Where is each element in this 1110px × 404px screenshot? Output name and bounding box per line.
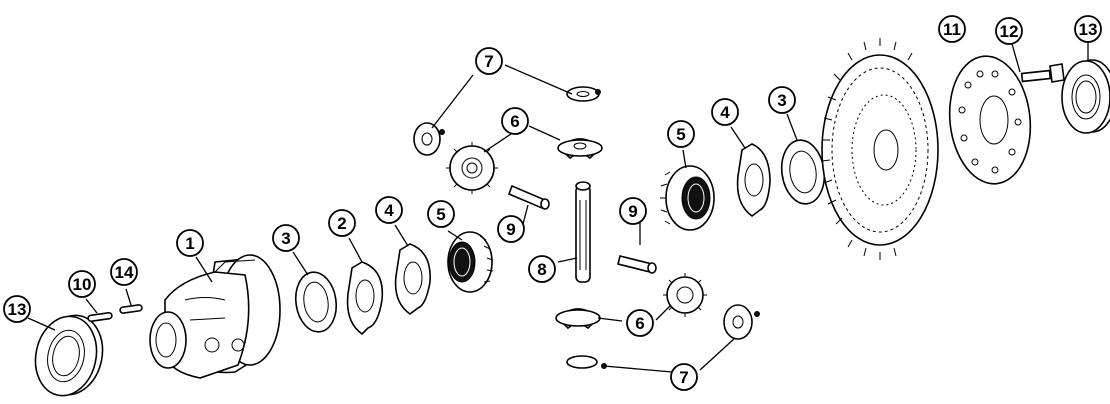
callout-label: 1 xyxy=(185,234,194,253)
callout-2: 2 xyxy=(328,209,356,237)
thrust-washer-lower-left xyxy=(566,355,607,369)
callout-label: 5 xyxy=(676,125,685,144)
cross-pin-short-lower xyxy=(617,255,657,274)
callout-label: 7 xyxy=(484,52,493,71)
callout-7-upper: 7 xyxy=(475,47,503,75)
callout-6-lower: 6 xyxy=(626,309,654,337)
shim xyxy=(346,261,384,336)
callout-label: 6 xyxy=(510,112,519,131)
callout-11: 11 xyxy=(938,15,966,43)
thrust-washer-left xyxy=(294,271,338,333)
leader-lines xyxy=(27,42,1089,373)
pinion-shaft xyxy=(575,181,591,283)
callout-label: 13 xyxy=(1079,20,1098,39)
callout-label: 9 xyxy=(506,220,515,239)
pinion-gear-lower-right xyxy=(663,273,707,317)
callout-5-right: 5 xyxy=(667,120,695,148)
callout-13-right: 13 xyxy=(1074,15,1102,43)
ring-gear xyxy=(821,38,939,260)
callout-label: 11 xyxy=(943,20,961,39)
callout-14: 14 xyxy=(110,258,138,286)
callout-label: 4 xyxy=(720,103,730,122)
callout-7-lower: 7 xyxy=(670,363,698,391)
callout-label: 9 xyxy=(628,202,637,221)
callout-label: 12 xyxy=(1000,22,1019,41)
callout-label: 3 xyxy=(281,229,290,248)
callout-label: 10 xyxy=(73,275,92,294)
pin-10 xyxy=(87,311,113,323)
thrust-washer-upper-left xyxy=(413,122,445,156)
pinion-gear-upper-right xyxy=(557,138,603,160)
callout-3-left: 3 xyxy=(272,224,300,252)
callout-13-left: 13 xyxy=(3,295,31,323)
cross-pin-short-upper xyxy=(507,184,550,210)
pinion-gear-upper-left xyxy=(446,142,498,194)
pinion-gear-lower-left xyxy=(555,308,601,330)
callout-12: 12 xyxy=(995,17,1023,45)
callout-9-right: 9 xyxy=(619,197,647,225)
callout-label: 8 xyxy=(537,260,546,279)
callout-1: 1 xyxy=(176,229,204,257)
side-gear-right xyxy=(660,165,715,231)
differential-case xyxy=(149,254,281,379)
pin-14 xyxy=(119,304,143,314)
callout-4-right: 4 xyxy=(711,98,739,126)
callout-label: 14 xyxy=(115,263,134,282)
thrust-washer-right xyxy=(780,139,826,205)
callout-5-left: 5 xyxy=(427,200,455,228)
callout-label: 3 xyxy=(777,91,786,110)
callout-8: 8 xyxy=(528,255,556,283)
callout-label: 4 xyxy=(384,201,394,220)
bearing-right xyxy=(1061,59,1110,134)
flange-plate xyxy=(948,55,1032,185)
callout-label: 6 xyxy=(635,314,644,333)
callout-label: 13 xyxy=(8,300,27,319)
shim-4-right xyxy=(736,143,771,217)
thrust-washer-lower-right xyxy=(723,304,760,340)
thrust-washer-upper-right xyxy=(566,86,601,102)
callout-label: 7 xyxy=(679,368,688,387)
side-gear-left xyxy=(447,231,494,293)
callout-6-upper: 6 xyxy=(501,107,529,135)
callout-label: 2 xyxy=(337,214,346,233)
callout-9-left: 9 xyxy=(497,215,525,243)
callout-label: 5 xyxy=(436,205,445,224)
bearing-left xyxy=(34,314,104,397)
callout-4-left: 4 xyxy=(375,196,403,224)
callout-10: 10 xyxy=(68,270,96,298)
shim-4-left xyxy=(394,243,431,315)
callout-3-right: 3 xyxy=(768,86,796,114)
ring-gear-bolt xyxy=(1020,63,1065,83)
